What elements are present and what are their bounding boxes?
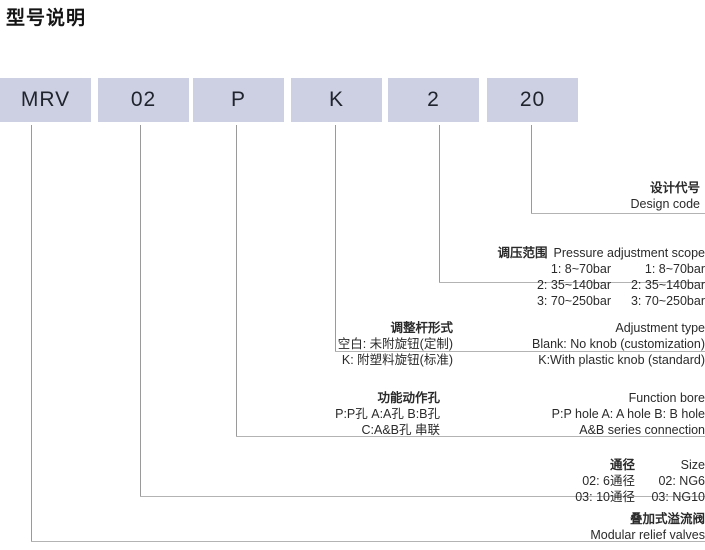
adjustment-header-en: Adjustment type	[615, 321, 705, 335]
leader-line-pressure-vertical	[439, 125, 440, 283]
block-size: 通径 Size 02: 6通径 02: NG6 03: 10通径 03: NG1…	[380, 457, 705, 505]
adjustment-row-1-en: Blank: No knob (customization)	[532, 337, 705, 351]
function-bore-header-cn: 功能动作孔	[377, 391, 440, 405]
code-box-4: K	[291, 78, 382, 122]
adjustment-row-2-en: K:With plastic knob (standard)	[538, 353, 705, 367]
rule-adjustment	[335, 351, 705, 352]
code-box-6: 20	[487, 78, 578, 122]
size-row-1-cn: 02: 6通径	[582, 474, 635, 488]
block-product: 叠加式溢流阀 Modular relief valves	[380, 511, 705, 543]
leader-line-product-vertical	[31, 125, 32, 542]
function-bore-row-2-cn: C:A&B孔 串联	[361, 423, 441, 437]
product-header-cn: 叠加式溢流阀	[629, 512, 705, 526]
function-bore-row-1-en: P:P hole A: A hole B: B hole	[551, 407, 705, 421]
rule-product	[31, 541, 705, 542]
pressure-row-2-cn: 2: 35~140bar	[536, 278, 611, 292]
leader-line-design-code-vertical	[531, 125, 532, 214]
size-row-2-en: 03: NG10	[651, 490, 705, 504]
code-box-3: P	[193, 78, 284, 122]
leader-line-adjustment-vertical	[335, 125, 336, 352]
adjustment-row-2-cn: K: 附塑料旋钮(标准)	[341, 353, 453, 367]
pressure-row-3-cn: 3: 70~250bar	[536, 294, 611, 308]
function-bore-row-2-en: A&B series connection	[579, 423, 705, 437]
code-box-5: 2	[388, 78, 479, 122]
size-row-2-cn: 03: 10通径	[575, 490, 635, 504]
size-header-cn: 通径	[609, 458, 635, 472]
pressure-row-3-en: 3: 70~250bar	[630, 294, 705, 308]
page-title: 型号说明	[6, 8, 87, 29]
code-box-2: 02	[98, 78, 189, 122]
product-header-en: Modular relief valves	[590, 528, 705, 542]
size-row-1-en: 02: NG6	[658, 474, 705, 488]
design-code-header-cn: 设计代号	[649, 181, 700, 195]
block-adjustment-type: 调整杆形式 Adjustment type 空白: 未附旋钮(定制) Blank…	[200, 320, 705, 368]
pressure-header-en: Pressure adjustment scope	[553, 246, 705, 260]
rule-pressure	[439, 282, 705, 283]
pressure-row-1-cn: 1: 8~70bar	[550, 262, 611, 276]
adjustment-row-1-cn: 空白: 未附旋钮(定制)	[337, 337, 453, 351]
pressure-row-1-en: 1: 8~70bar	[644, 262, 705, 276]
rule-size	[140, 496, 705, 497]
leader-line-function-bore-vertical	[236, 125, 237, 437]
block-design-code: 设计代号 Design code	[400, 180, 701, 212]
code-box-1: MRV	[0, 78, 91, 122]
function-bore-header-en: Function bore	[628, 391, 705, 405]
adjustment-header-cn: 调整杆形式	[390, 321, 453, 335]
leader-line-size-vertical	[140, 125, 141, 497]
design-code-header-en: Design code	[630, 197, 701, 211]
rule-function-bore	[236, 436, 705, 437]
block-pressure-scope: 调压范围 Pressure adjustment scope 1: 8~70ba…	[300, 245, 705, 309]
rule-design-code	[531, 213, 705, 214]
block-function-bore: 功能动作孔 Function bore P:P孔 A:A孔 B:B孔 P:P h…	[110, 390, 705, 438]
size-header-en: Size	[680, 458, 705, 472]
pressure-header-cn: 调压范围	[497, 246, 548, 260]
pressure-row-2-en: 2: 35~140bar	[630, 278, 705, 292]
function-bore-row-1-cn: P:P孔 A:A孔 B:B孔	[335, 407, 440, 421]
